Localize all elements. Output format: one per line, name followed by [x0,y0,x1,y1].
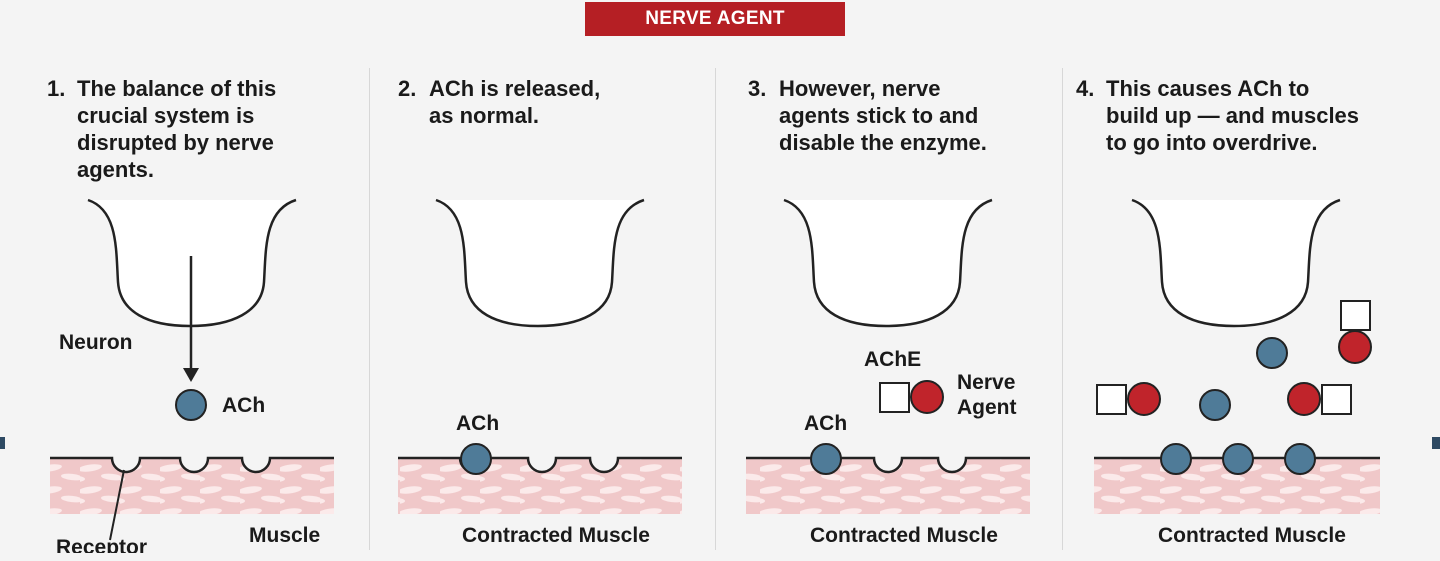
neuron-terminal [435,198,645,328]
ache-enzyme [1340,300,1371,331]
ach-molecule [175,389,207,421]
step-4-text: This causes ACh to build up — and muscle… [1106,76,1360,155]
neuron-terminal [783,198,993,328]
step-1-text: The balance of this crucial system is di… [77,76,277,182]
neuron-label: Neuron [59,331,133,354]
ach-molecule [1256,337,1288,369]
nerve-agent-molecule [910,380,944,414]
neuron-terminal [1131,198,1341,328]
edge-marker [0,437,5,449]
ache-enzyme [879,382,910,413]
panel-divider [715,68,716,550]
ache-enzyme [1096,384,1127,415]
step-4-number: 4. [1076,76,1095,101]
muscle-label: Contracted Muscle [810,524,998,547]
nerve-agent-label: Nerve Agent [957,371,1017,419]
ach-molecule [1284,443,1316,475]
ach-label: ACh [456,412,500,435]
release-arrowhead [183,368,199,382]
ach-molecule [1160,443,1192,475]
muscle-label: Contracted Muscle [462,524,650,547]
edge-marker [1432,437,1440,449]
muscle-strip [398,456,682,514]
panel-divider [369,68,370,550]
ach-label: ACh [222,394,266,417]
step-1-number: 1. [47,76,66,101]
step-3-number: 3. [748,76,767,101]
nerve-agent-molecule [1338,330,1372,364]
nerve-agent-molecule [1287,382,1321,416]
panel-divider [1062,68,1063,550]
title-banner: NERVE AGENT [585,2,845,36]
ach-molecule [810,443,842,475]
step-2-text: ACh is released, as normal. [429,76,601,128]
receptor-pointer [109,469,125,541]
ach-molecule [1222,443,1254,475]
step-3-text: However, nerve agents stick to and disab… [779,76,987,155]
step-2-number: 2. [398,76,417,101]
nerve-agent-molecule [1127,382,1161,416]
ache-enzyme [1321,384,1352,415]
receptor-label: Receptor [56,536,148,553]
muscle-label: Muscle [249,524,321,547]
ache-label: AChE [864,348,922,371]
ach-molecule [460,443,492,475]
ach-label: ACh [804,412,848,435]
muscle-strip [50,456,334,514]
ach-molecule [1199,389,1231,421]
muscle-label: Contracted Muscle [1158,524,1346,547]
muscle-strip [746,456,1030,514]
